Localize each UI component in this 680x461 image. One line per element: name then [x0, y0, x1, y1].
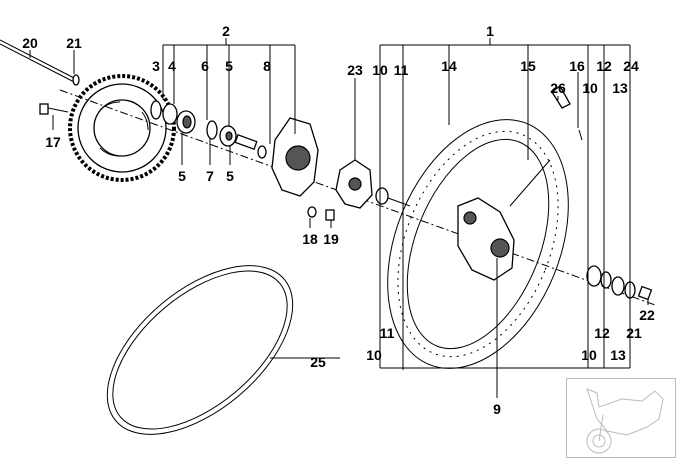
- callout-5c: 5: [226, 168, 234, 184]
- callout-24: 24: [623, 58, 639, 74]
- callout-8: 8: [263, 58, 271, 74]
- bolt-17: [39, 103, 69, 115]
- callout-10d: 10: [581, 347, 597, 363]
- washer-21: [72, 74, 80, 86]
- callout-10c: 10: [366, 347, 382, 363]
- callout-22: 22: [639, 307, 655, 323]
- hub-bearings: [150, 100, 267, 159]
- callout-15: 15: [520, 58, 536, 74]
- callout-12: 12: [596, 58, 612, 74]
- callout-labels: 20 21 2 3 4 6 5 8 1 14 15 16 12 24 23 10…: [22, 23, 655, 417]
- motorcycle-locator-icon: [566, 378, 676, 458]
- callout-11: 11: [394, 62, 409, 78]
- callout-25: 25: [310, 354, 326, 370]
- callout-5b: 5: [178, 168, 186, 184]
- callout-10b: 10: [582, 80, 598, 96]
- callout-26: 26: [550, 80, 566, 96]
- rim-band: [106, 265, 294, 435]
- callout-5: 5: [225, 58, 233, 74]
- callout-2: 2: [222, 23, 230, 39]
- leader-lines: [29, 38, 649, 398]
- callout-21b: 21: [626, 325, 642, 341]
- callout-19: 19: [323, 231, 339, 247]
- callout-1: 1: [486, 23, 494, 39]
- callout-20: 20: [22, 35, 38, 51]
- wheel-rim: [387, 119, 569, 369]
- callout-11b: 11: [380, 325, 395, 341]
- callout-4: 4: [168, 58, 176, 74]
- callout-17: 17: [45, 134, 61, 150]
- callout-9: 9: [493, 401, 501, 417]
- callout-13b: 13: [610, 347, 626, 363]
- callout-21: 21: [66, 35, 82, 51]
- sprocket-carrier: [271, 117, 335, 221]
- callout-10: 10: [372, 62, 388, 78]
- callout-3: 3: [152, 58, 160, 74]
- callout-13: 13: [612, 80, 628, 96]
- callout-12b: 12: [594, 325, 610, 341]
- wheel-hub: [457, 159, 551, 281]
- sprocket: [68, 74, 176, 182]
- callout-16: 16: [569, 58, 585, 74]
- callout-7: 7: [206, 168, 214, 184]
- callout-23: 23: [347, 62, 363, 78]
- callout-6: 6: [201, 58, 209, 74]
- rubber-damper: [335, 159, 411, 209]
- callout-18: 18: [302, 231, 318, 247]
- right-bearings: [551, 85, 653, 301]
- axle-part: [0, 39, 79, 85]
- callout-14: 14: [441, 58, 457, 74]
